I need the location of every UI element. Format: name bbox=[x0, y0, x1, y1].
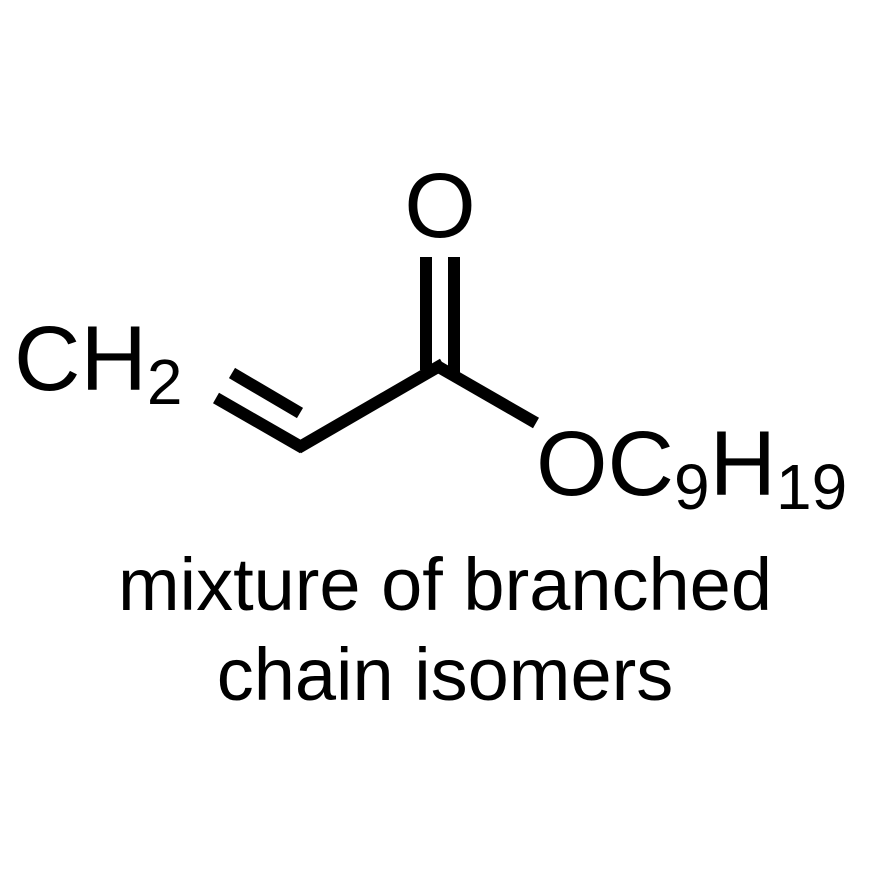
ester-single-bond bbox=[434, 360, 539, 429]
vinyl-double-bond-outer bbox=[213, 392, 306, 454]
ester-h: H bbox=[710, 413, 776, 515]
vinyl-double-bond-inner bbox=[228, 367, 304, 419]
vinyl-label: CH2 bbox=[14, 308, 182, 418]
ester-oc: OC bbox=[536, 413, 674, 515]
caption-line-2: chain isomers bbox=[217, 633, 674, 716]
ester-label: OC9H19 bbox=[536, 413, 847, 523]
ester-subscript-9: 9 bbox=[674, 451, 710, 523]
carbonyl-oxygen-label: O bbox=[404, 155, 476, 257]
caption-line-1: mixture of branched bbox=[118, 543, 772, 626]
ester-subscript-19: 19 bbox=[776, 451, 847, 523]
vinyl-subscript: 2 bbox=[147, 346, 183, 418]
single-bond-to-carbonyl bbox=[294, 358, 447, 454]
bonds bbox=[213, 257, 539, 454]
vinyl-main: CH bbox=[14, 308, 147, 410]
